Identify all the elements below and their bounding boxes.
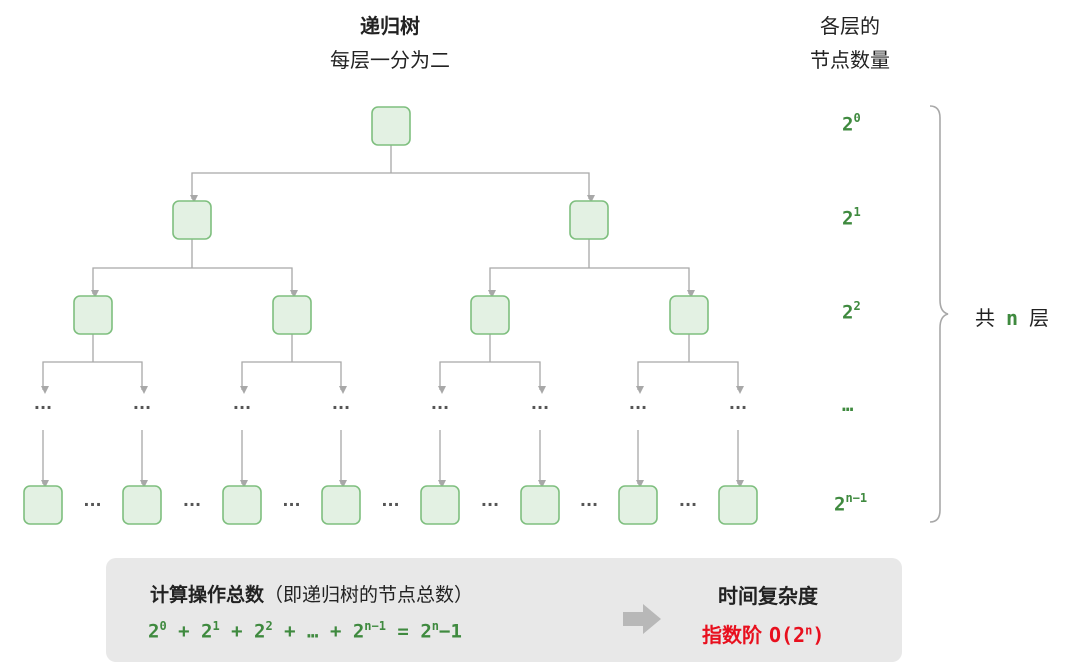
tree-edge [41, 361, 93, 394]
tree-ellipsis: ··· [233, 398, 251, 417]
tree-ellipsis: ··· [629, 398, 647, 417]
tree-edge [240, 361, 292, 394]
tree-ellipsis: ··· [729, 398, 747, 417]
tree-edge [93, 361, 148, 394]
tree-node-level-0 [371, 106, 411, 146]
tree-edge [91, 267, 192, 298]
tree-ellipsis: ··· [531, 398, 549, 417]
arrow-right-icon [623, 604, 661, 634]
tree-node-last-level [420, 485, 460, 525]
level-count-title-line1: 各层的 [820, 14, 880, 38]
tree-node-level-1 [172, 200, 212, 240]
tree-node-level-2 [272, 295, 312, 335]
operation-count-formula: 20 + 21 + 22 + … + 2n−1 = 2n−1 [148, 619, 462, 643]
tree-ellipsis: ··· [332, 398, 350, 417]
tree-node-level-1 [569, 200, 609, 240]
tree-edge [192, 267, 298, 298]
tree-ellipsis: ··· [431, 398, 449, 417]
tree-edge [190, 172, 391, 203]
summary-panel: 计算操作总数（即递归树的节点总数） 20 + 21 + 22 + … + 2n−… [106, 558, 902, 662]
tree-ellipsis-between: ··· [183, 495, 201, 514]
tree-edge [490, 361, 546, 394]
tree-node-last-level [222, 485, 262, 525]
tree-node-last-level [23, 485, 63, 525]
level-ellipsis: … [842, 394, 854, 416]
recursion-tree: ··· ··· ··· ··· ··· ··· ··· ··· ··· ··· ··· ··· ··· ·… [23, 105, 949, 525]
tree-ellipsis-between: ··· [481, 495, 499, 514]
tree-node-last-level [618, 485, 658, 525]
tree-ellipsis-between: ··· [282, 495, 300, 514]
tree-ellipsis-between: ··· [381, 495, 399, 514]
level-0-count: 20 [842, 111, 861, 136]
tree-title: 递归树 [360, 14, 420, 38]
tree-edge [689, 361, 744, 394]
level-1-count: 21 [842, 205, 861, 230]
tree-edge [589, 267, 695, 298]
tree-edge [636, 361, 689, 394]
tree-edge [438, 361, 490, 394]
tree-node-level-2 [669, 295, 709, 335]
tree-edge [488, 267, 589, 298]
tree-edge [391, 172, 595, 203]
tree-node-level-2 [470, 295, 510, 335]
tree-ellipsis-between: ··· [679, 495, 697, 514]
tree-edge [292, 361, 347, 394]
level-count-title-line2: 节点数量 [810, 48, 890, 72]
operation-count-title: 计算操作总数（即递归树的节点总数） [150, 584, 474, 606]
level-last-count: 2n−1 [834, 491, 868, 516]
level-2-count: 22 [842, 299, 861, 324]
tree-node-last-level [122, 485, 162, 525]
tree-ellipsis: ··· [34, 398, 52, 417]
tree-subtitle: 每层一分为二 [330, 48, 450, 72]
tree-node-level-2 [73, 295, 113, 335]
tree-ellipsis-between: ··· [580, 495, 598, 514]
time-complexity-value: 指数阶 O(2n) [702, 623, 825, 647]
tree-ellipsis: ··· [133, 398, 151, 417]
tree-node-last-level [718, 485, 758, 525]
tree-node-last-level [520, 485, 560, 525]
tree-node-last-level [321, 485, 361, 525]
tree-ellipsis-between: ··· [83, 495, 101, 514]
layers-brace [929, 105, 949, 523]
time-complexity-title: 时间复杂度 [718, 584, 818, 608]
